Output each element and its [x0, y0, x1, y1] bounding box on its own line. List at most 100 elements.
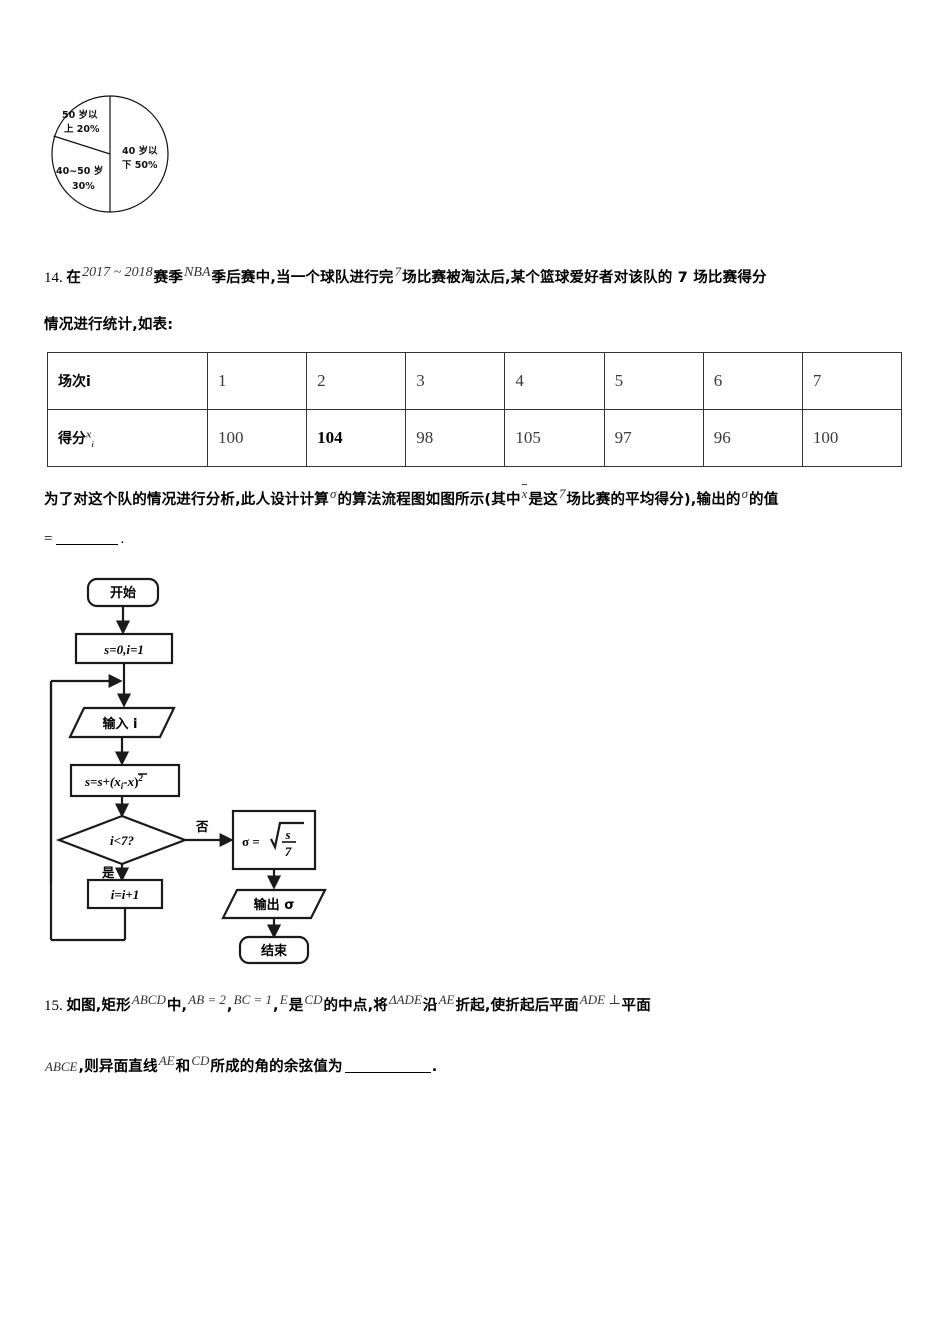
- q15-text-9: 和: [175, 1058, 191, 1075]
- cell-match-2: 2: [306, 352, 407, 410]
- question-15-line-1: 15. 如图,矩形ABCD中,AB = 2,BC = 1,E是CD的中点,将ΔA…: [44, 992, 914, 1015]
- accum-pow: 2: [137, 773, 143, 783]
- sigma-algorithm-flowchart: 开始 s=0,i=1 输入 i s=s+(xi-x)2: [40, 565, 370, 965]
- q14-para-text-5: 的值: [749, 491, 779, 508]
- flow-node-input: [68, 706, 176, 739]
- cell-score-1: 100: [206, 409, 308, 467]
- pie-slice-label-under40-line2: 下 50%: [122, 160, 158, 171]
- flow-node-input-label: 输入 i: [103, 716, 138, 732]
- q14-para-text-2: 的算法流程图如图所示(其中: [337, 491, 521, 508]
- q15-text-3: 是: [288, 997, 304, 1014]
- q14-para-text-4: 场比赛的平均得分),输出的: [566, 491, 741, 508]
- q14-equals-sign: =: [44, 530, 53, 547]
- question-14: 14. 在2017 ~ 2018赛季NBA季后赛中,当一个球队进行完7场比赛被淘…: [44, 262, 910, 334]
- table-row-match-index: 场次i 1 2 3 4 5 6 7: [47, 352, 903, 410]
- pie-slice-label-under40-line1: 40 岁以: [122, 145, 158, 157]
- pie-slice-label-40to50-line2: 30%: [72, 181, 95, 192]
- row-header-score: 得分xi: [47, 409, 208, 467]
- q14-para-text-1: 为了对这个队的情况进行分析,此人设计计算: [44, 491, 330, 508]
- q14-para-sigma-2: σ: [741, 486, 749, 501]
- q15-text-5: 沿: [422, 997, 438, 1014]
- q15-comma-1: ,: [226, 997, 233, 1014]
- q14-text-3: 季后赛中,当一个球队进行完: [211, 269, 394, 286]
- cell-match-5: 5: [603, 352, 704, 410]
- pie-slice-label-40to50-line1: 40~50 岁: [56, 165, 103, 177]
- q15-rect-abcd: ABCD: [131, 992, 166, 1007]
- flow-node-init: [74, 632, 174, 665]
- q14-para-text-3: 是这: [528, 491, 558, 508]
- q14-answer-blank[interactable]: [56, 532, 119, 545]
- q15-segment-ae: AE: [438, 992, 455, 1007]
- age-distribution-pie-chart: 40 岁以 下 50% 50 岁以 上 20% 40~50 岁 30%: [50, 92, 270, 222]
- flow-sigma-denominator: 7: [285, 844, 292, 859]
- q15-ab-value: AB = 2: [188, 992, 226, 1007]
- accum-part-3: ): [134, 774, 138, 789]
- question-15: 15. 如图,矩形ABCD中,AB = 2,BC = 1,E是CD的中点,将ΔA…: [44, 992, 914, 1076]
- q14-league-nba: NBA: [184, 265, 211, 280]
- q14-answer-line: =.: [44, 531, 914, 548]
- score-table: 场次i 1 2 3 4 5 6 7 得分xi 100 104 98 105 97…: [47, 352, 903, 467]
- q15-triangle-ade: ΔADE: [388, 992, 422, 1007]
- q14-text-4: 场比赛被淘汰后,某个篮球爱好者对该队的 7 场比赛得分: [402, 269, 767, 286]
- q14-para-xbar: x: [521, 484, 528, 501]
- flow-node-accumulate: [69, 763, 181, 798]
- q15-segment-cd: CD: [304, 992, 323, 1007]
- q14-text-1: 在: [66, 269, 82, 286]
- table-row-scores: 得分xi 100 104 98 105 97 96 100: [47, 409, 903, 467]
- flow-branch-label-no: 否: [195, 819, 209, 834]
- q15-period: .: [431, 1058, 438, 1075]
- cell-match-6: 6: [702, 352, 803, 410]
- q15-plane-abce: ABCE: [45, 1058, 78, 1074]
- cell-score-4: 105: [504, 409, 605, 467]
- q15-comma-2: ,: [273, 997, 279, 1014]
- question-14-paragraph: 为了对这个队的情况进行分析,此人设计计算σ的算法流程图如图所示(其中x是这7场比…: [44, 484, 914, 548]
- q15-plane-ade-perp: ADE ⊥: [579, 992, 621, 1007]
- q14-para-seven: 7: [558, 486, 566, 501]
- flow-node-init-label: s=0,i=1: [103, 642, 144, 657]
- cell-score-5: 97: [603, 409, 704, 467]
- q15-text-6: 折起,使折起后平面: [455, 997, 579, 1014]
- pie-slice-label-over50-line1: 50 岁以: [62, 109, 98, 121]
- flow-node-end: [238, 935, 310, 965]
- q15-bc-value: BC = 1: [233, 992, 273, 1007]
- pie-slice-label-over50-line2: 上 20%: [64, 123, 100, 135]
- flow-node-output-label: 输出 σ: [254, 897, 295, 913]
- q15-text-4: 的中点,将: [323, 997, 388, 1014]
- row-header-score-var-index: i: [91, 439, 94, 449]
- cell-score-6: 96: [702, 409, 803, 467]
- accum-sub-i: i: [121, 781, 124, 791]
- cell-score-2: 104: [306, 409, 407, 467]
- row-header-match: 场次i: [47, 352, 208, 410]
- cell-score-7: 100: [801, 409, 903, 467]
- q15-line-cd: CD: [191, 1052, 210, 1068]
- q15-line-ae: AE: [158, 1052, 175, 1068]
- q15-text-2: 中,: [166, 997, 188, 1014]
- cell-match-1: 1: [206, 352, 308, 410]
- flow-sigma-numerator: s: [284, 827, 290, 842]
- q14-period: .: [120, 530, 125, 547]
- question-14-line-2: 情况进行统计,如表:: [44, 316, 174, 333]
- accum-part-1: s=s+(x: [84, 774, 121, 789]
- question-15-number: 15.: [44, 997, 63, 1014]
- row-header-score-var: x: [86, 427, 92, 440]
- q14-para-sigma-1: σ: [330, 486, 337, 501]
- cell-score-3: 98: [405, 409, 506, 467]
- q15-answer-blank[interactable]: [344, 1060, 431, 1073]
- pie-divider-radius: [53, 135, 111, 155]
- cell-match-7: 7: [801, 352, 903, 410]
- q14-season-years: 2017 ~ 2018: [82, 265, 153, 280]
- flow-node-end-label: 结束: [261, 943, 288, 959]
- question-15-line-2: ABCE,则异面直线AE和CD所成的角的余弦值为.: [44, 1053, 914, 1076]
- flow-node-sigma-label: σ =: [242, 834, 260, 849]
- flow-branch-label-yes: 是: [101, 865, 115, 880]
- flow-node-start-label: 开始: [110, 585, 136, 601]
- cell-match-4: 4: [504, 352, 605, 410]
- question-14-line-1: 14. 在2017 ~ 2018赛季NBA季后赛中,当一个球队进行完7场比赛被淘…: [44, 262, 910, 288]
- q14-games-count: 7: [394, 264, 402, 279]
- cell-match-3: 3: [405, 352, 506, 410]
- q14-text-2: 赛季: [153, 269, 184, 286]
- flow-node-decision-label: i<7?: [110, 833, 135, 848]
- flow-node-output: [221, 888, 327, 920]
- row-header-score-label: 得分: [58, 430, 86, 447]
